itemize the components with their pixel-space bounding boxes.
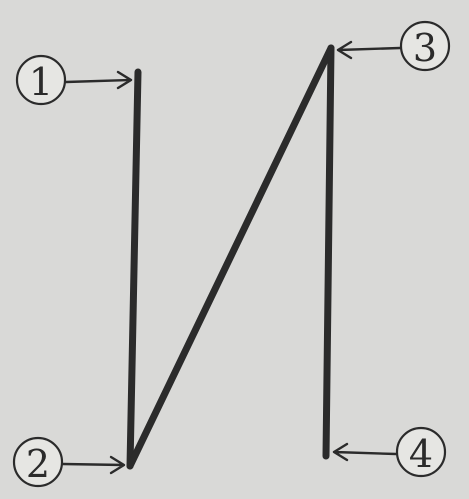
diagonal-stroke [126, 44, 335, 470]
marker-2-arrow [61, 455, 126, 475]
marker-2-circle [12, 436, 64, 488]
right-vertical-stroke [322, 44, 335, 460]
marker-1: 1 [15, 54, 133, 106]
marker-4-arrow [332, 442, 398, 462]
marker-3: 3 [336, 20, 451, 72]
marker-4-label: 4 [409, 432, 433, 476]
marker-3-circle [399, 20, 451, 72]
left-vertical-stroke [126, 68, 142, 470]
marker-3-label: 3 [413, 26, 437, 70]
marker-1-label: 1 [29, 60, 53, 104]
marker-4-circle [395, 426, 447, 478]
marker-1-circle [15, 54, 67, 106]
marker-1-arrow [64, 70, 133, 90]
marker-3-arrow [336, 40, 402, 60]
marker-2: 2 [12, 436, 126, 488]
marker-4: 4 [332, 426, 447, 478]
marker-2-label: 2 [26, 442, 50, 486]
